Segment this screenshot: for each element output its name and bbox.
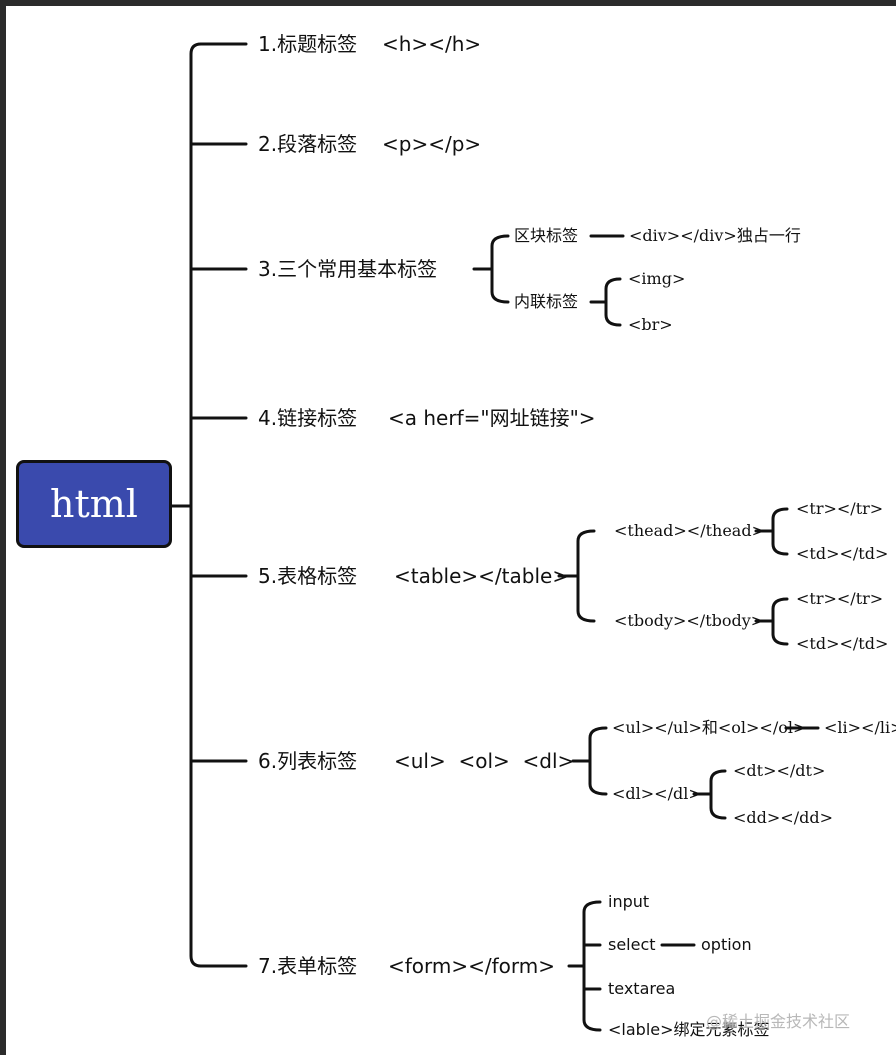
li-node[interactable]: <li></li> xyxy=(824,718,896,737)
branch-1-label[interactable]: 1.标题标签 xyxy=(258,32,358,56)
branch-7-label[interactable]: 7.表单标签 xyxy=(258,954,358,978)
inline-tag-node[interactable]: 内联标签 xyxy=(514,292,579,311)
branch-5-label[interactable]: 5.表格标签 xyxy=(258,564,358,588)
img-node[interactable]: <img> xyxy=(628,269,686,288)
dd-node[interactable]: <dd></dd> xyxy=(733,808,833,827)
tbody-tr-node[interactable]: <tr></tr> xyxy=(796,589,884,608)
block-desc-node[interactable]: <div></div>独占一行 xyxy=(629,226,801,245)
root-node-html[interactable]: html xyxy=(16,460,172,548)
branch-3-label[interactable]: 3.三个常用基本标签 xyxy=(258,257,438,281)
block-tag-node[interactable]: 区块标签 xyxy=(514,226,579,245)
tbody-node[interactable]: <tbody></tbody> xyxy=(614,611,765,630)
tbody-td-node[interactable]: <td></td> xyxy=(796,634,889,653)
mindmap-canvas: html 1.标题标签 <h></h> 2.段落标签 <p></p> 3.三个常… xyxy=(6,6,896,1055)
branch-7-tag: <form></form> xyxy=(388,954,556,978)
thead-node[interactable]: <thead></thead> xyxy=(614,521,765,540)
branch-2-tag: <p></p> xyxy=(382,132,482,156)
branch-2-label[interactable]: 2.段落标签 xyxy=(258,132,358,156)
dl-node[interactable]: <dl></dl> xyxy=(612,784,702,803)
label-node[interactable]: <lable>绑定元素标签 xyxy=(608,1020,770,1039)
branch-4-tag: <a herf="网址链接"> xyxy=(388,406,596,430)
option-node[interactable]: option xyxy=(701,935,752,954)
thead-td-node[interactable]: <td></td> xyxy=(796,544,889,563)
branch-1-tag: <h></h> xyxy=(382,32,482,56)
dt-node[interactable]: <dt></dt> xyxy=(733,761,826,780)
watermark: @稀土掘金技术社区 xyxy=(706,1012,851,1031)
input-node[interactable]: input xyxy=(608,892,650,911)
branch-4-label[interactable]: 4.链接标签 xyxy=(258,406,358,430)
br-node[interactable]: <br> xyxy=(628,315,673,334)
thead-tr-node[interactable]: <tr></tr> xyxy=(796,499,884,518)
branch-5-tag: <table></table> xyxy=(394,564,570,588)
select-node[interactable]: select xyxy=(608,935,656,954)
ul-ol-node[interactable]: <ul></ul>和<ol></ol> xyxy=(612,718,807,737)
connector-lines xyxy=(170,42,820,1032)
textarea-node[interactable]: textarea xyxy=(608,979,676,998)
branch-6-label[interactable]: 6.列表标签 xyxy=(258,749,358,773)
branch-6-tag: <ul> <ol> <dl> xyxy=(394,749,575,773)
